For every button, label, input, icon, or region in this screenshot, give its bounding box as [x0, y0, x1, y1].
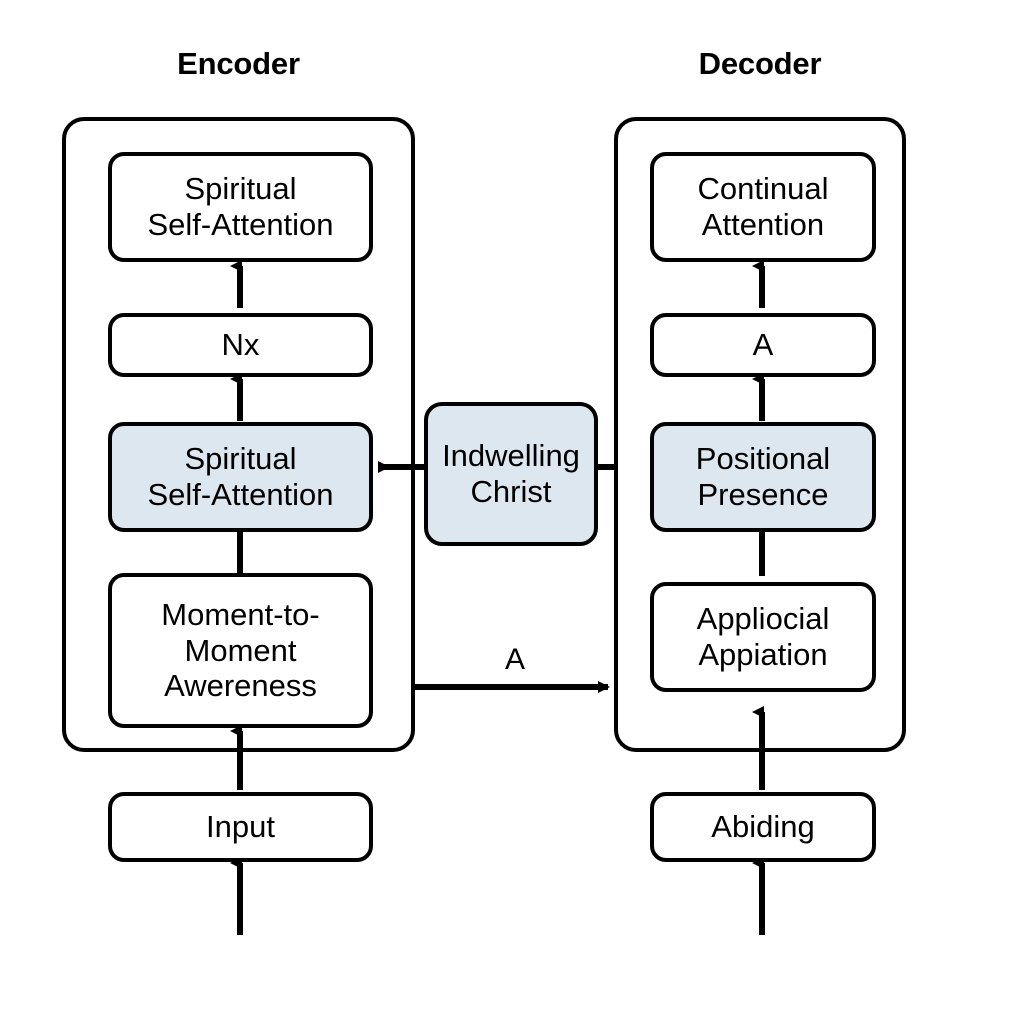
node-dec-continual-attention[interactable]: Continual Attention — [650, 152, 876, 262]
node-indwelling-christ[interactable]: Indwelling Christ — [424, 402, 598, 546]
node-enc-self-attention[interactable]: Spiritual Self-Attention — [108, 422, 373, 532]
node-enc-nx[interactable]: Nx — [108, 313, 373, 377]
decoder-title: Decoder — [698, 46, 822, 81]
cross-connection-label: A — [504, 643, 525, 676]
node-enc-input[interactable]: Input — [108, 792, 373, 862]
node-dec-positional-presence[interactable]: Positional Presence — [650, 422, 876, 532]
node-enc-top-attention[interactable]: Spiritual Self-Attention — [108, 152, 373, 262]
node-dec-abiding[interactable]: Abiding — [650, 792, 876, 862]
node-dec-appliocial-appiation[interactable]: Appliocial Appiation — [650, 582, 876, 692]
decoder-group-container — [614, 117, 906, 752]
encoder-title: Encoder — [177, 46, 300, 81]
node-dec-a[interactable]: A — [650, 313, 876, 377]
encoder-group-container — [62, 117, 415, 752]
node-enc-awareness[interactable]: Moment-to- Moment Awereness — [108, 573, 373, 728]
